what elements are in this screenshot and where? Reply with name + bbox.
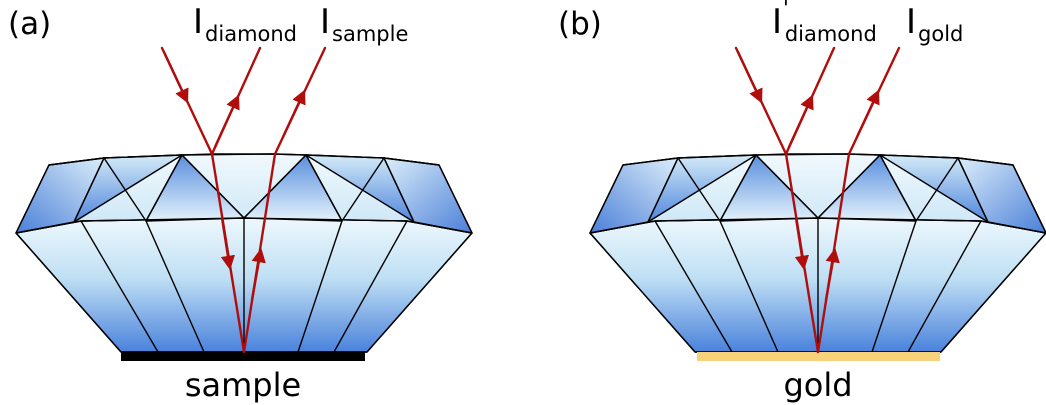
diamond-reflection-arrow-a [215, 101, 236, 147]
panel-b-diamond [590, 154, 1046, 352]
sample-exit-arrow-a [283, 96, 302, 137]
panel-b-label: (b) [558, 6, 602, 42]
gold-label: gold [783, 366, 852, 404]
panel-b: (b) I'diamond Igold gold [558, 0, 1046, 404]
incident-arrow-b [738, 52, 759, 97]
sample-plate [121, 352, 365, 361]
diamond-reflection-arrow-b [789, 101, 810, 147]
i-sample-label: Isample [320, 2, 408, 46]
incident-arrow-a [164, 52, 185, 97]
i-diamond-prime-label: I'diamond [772, 0, 877, 46]
sample-label: sample [185, 366, 301, 404]
i-diamond-label-a: Idiamond [193, 2, 297, 46]
gold-exit-arrow-b [857, 96, 876, 137]
panel-a-diamond [16, 154, 472, 352]
panel-a: (a) Idiamond Isample sample [8, 2, 472, 404]
panel-a-label: (a) [8, 6, 51, 42]
i-gold-label: Igold [906, 2, 963, 46]
gold-plate [697, 352, 940, 361]
